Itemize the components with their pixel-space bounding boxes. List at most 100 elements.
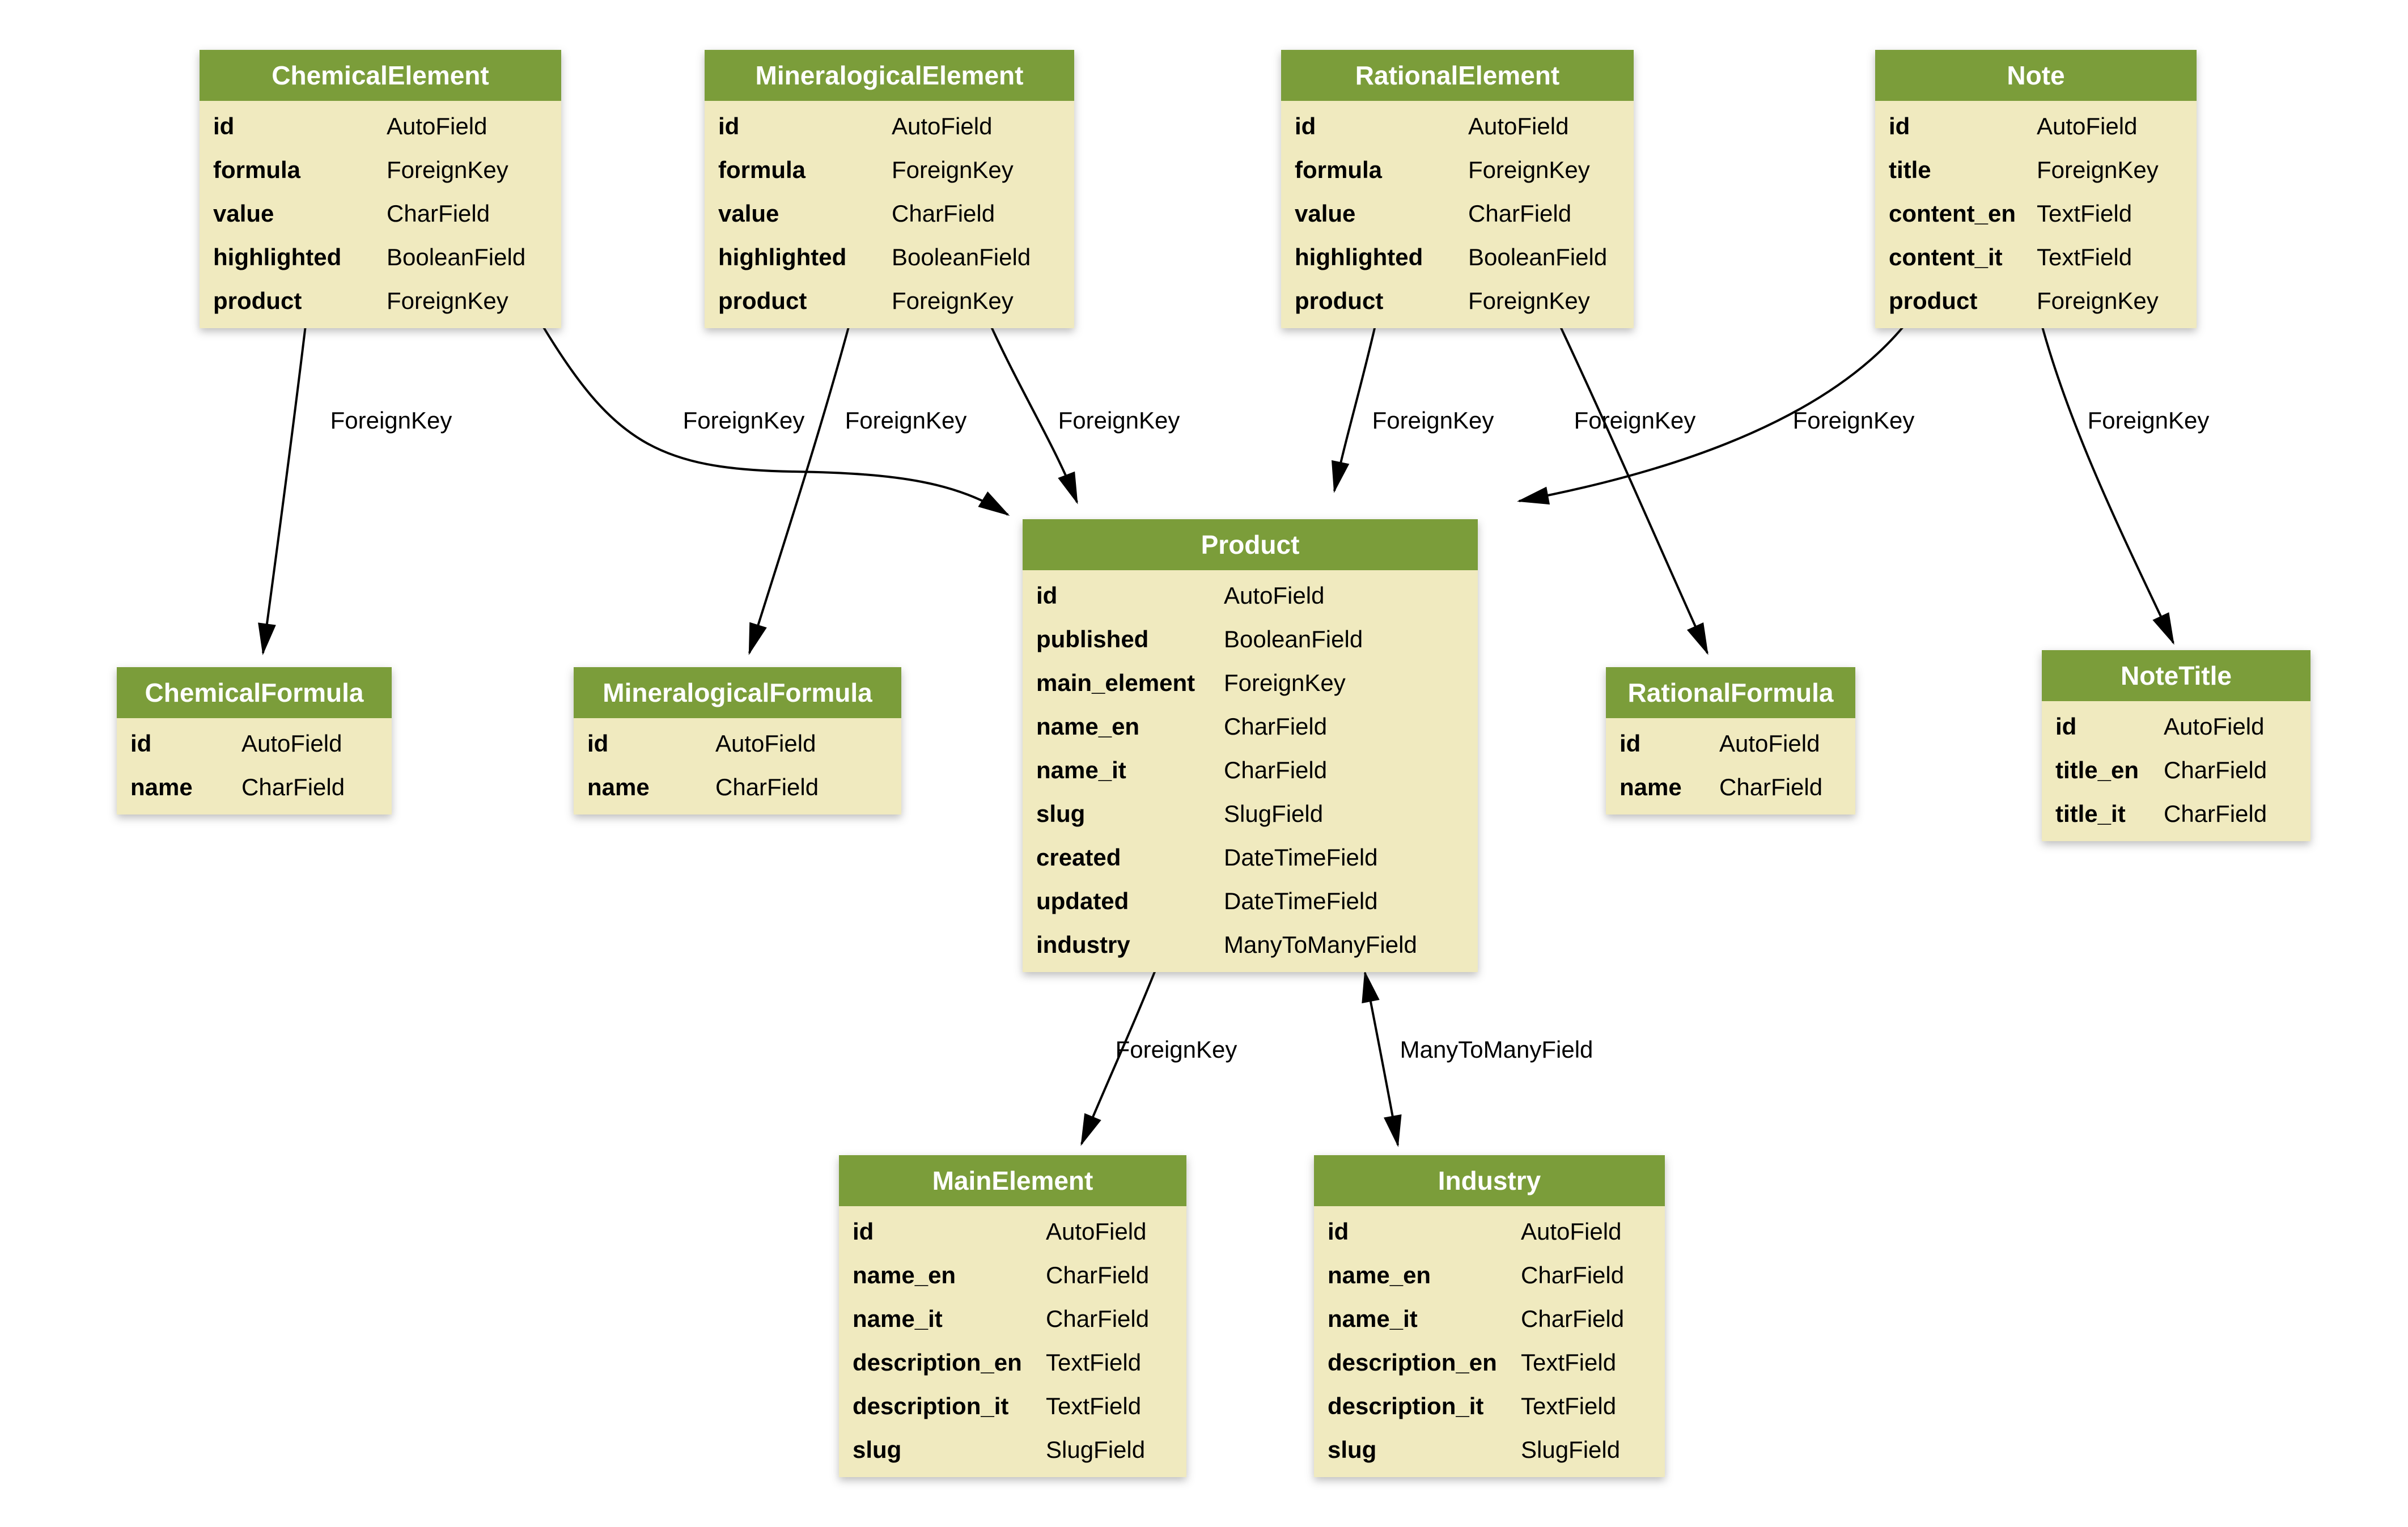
- field-name: highlighted: [1295, 243, 1423, 270]
- table-title: RationalFormula: [1606, 667, 1855, 718]
- field-name: main_element: [1036, 669, 1195, 696]
- field-type: ForeignKey: [1468, 287, 1590, 314]
- field-row: value CharField: [200, 192, 561, 235]
- field-row: formula ForeignKey: [1281, 148, 1634, 192]
- table-product: Product id AutoField published BooleanFi…: [1023, 519, 1478, 972]
- field-type: CharField: [241, 773, 345, 800]
- field-type: ManyToManyField: [1224, 931, 1417, 958]
- edge-label-note-product: ForeignKey: [1793, 407, 1915, 434]
- field-type: AutoField: [1521, 1218, 1622, 1245]
- table-fields: id AutoField published BooleanField main…: [1023, 570, 1478, 972]
- table-title: MineralogicalFormula: [574, 667, 901, 718]
- field-type: BooleanField: [892, 243, 1031, 270]
- field-name: id: [2055, 712, 2077, 740]
- field-row: product ForeignKey: [200, 279, 561, 323]
- field-type: AutoField: [387, 112, 487, 139]
- table-title: RationalElement: [1281, 50, 1634, 101]
- field-row: product ForeignKey: [1875, 279, 2197, 323]
- field-type: BooleanField: [1468, 243, 1608, 270]
- table-rational-formula: RationalFormula id AutoField name CharFi…: [1606, 667, 1855, 815]
- field-type: ForeignKey: [1468, 156, 1590, 183]
- field-type: CharField: [1468, 200, 1572, 227]
- edge-chemicalelement-chemicalformula: [258, 320, 307, 655]
- field-type: CharField: [1224, 756, 1328, 783]
- field-name: value: [1295, 200, 1356, 227]
- field-type: ForeignKey: [892, 287, 1014, 314]
- field-type: CharField: [1046, 1261, 1150, 1288]
- field-name: industry: [1036, 931, 1130, 958]
- field-type: ForeignKey: [2037, 156, 2159, 183]
- field-name: value: [718, 200, 779, 227]
- field-name: title_en: [2055, 756, 2139, 783]
- edge-label-mineralogicalelement-product: ForeignKey: [1058, 407, 1180, 434]
- field-type: TextField: [1521, 1392, 1617, 1419]
- field-name: name_en: [853, 1261, 956, 1288]
- field-name: name_en: [1328, 1261, 1431, 1288]
- field-row: id AutoField: [1314, 1210, 1665, 1253]
- table-chemical-formula: ChemicalFormula id AutoField name CharFi…: [117, 667, 392, 815]
- field-row: slug SlugField: [839, 1428, 1186, 1471]
- field-row: highlighted BooleanField: [200, 235, 561, 279]
- table-fields: id AutoField title ForeignKey content_en…: [1875, 101, 2197, 328]
- field-name: created: [1036, 843, 1121, 871]
- field-type: TextField: [1521, 1348, 1617, 1376]
- field-name: name: [130, 773, 193, 800]
- field-row: highlighted BooleanField: [705, 235, 1074, 279]
- field-row: title_it CharField: [2042, 792, 2311, 835]
- edge-rationalelement-product: [1331, 320, 1377, 493]
- field-row: title_en CharField: [2042, 748, 2311, 792]
- field-name: id: [718, 112, 740, 139]
- table-note-title: NoteTitle id AutoField title_en CharFiel…: [2042, 650, 2311, 841]
- table-title: MineralogicalElement: [705, 50, 1074, 101]
- field-type: AutoField: [241, 729, 342, 757]
- field-row: name CharField: [117, 765, 392, 809]
- field-type: ForeignKey: [387, 156, 508, 183]
- field-name: description_en: [853, 1348, 1022, 1376]
- field-name: formula: [213, 156, 301, 183]
- table-title: Product: [1023, 519, 1478, 570]
- field-name: id: [1295, 112, 1316, 139]
- field-row: name_en CharField: [1023, 705, 1478, 748]
- field-name: id: [130, 729, 152, 757]
- table-mineralogical-formula: MineralogicalFormula id AutoField name C…: [574, 667, 901, 815]
- field-row: description_it TextField: [1314, 1384, 1665, 1428]
- table-main-element: MainElement id AutoField name_en CharFie…: [839, 1155, 1186, 1477]
- field-type: CharField: [1719, 773, 1823, 800]
- field-row: name_en CharField: [1314, 1253, 1665, 1297]
- field-name: product: [213, 287, 302, 314]
- field-type: CharField: [2164, 800, 2267, 827]
- table-title: ChemicalElement: [200, 50, 561, 101]
- table-title: NoteTitle: [2042, 650, 2311, 701]
- field-name: updated: [1036, 887, 1129, 914]
- field-type: TextField: [1046, 1392, 1142, 1419]
- field-name: title: [1889, 156, 1931, 183]
- field-row: id AutoField: [117, 722, 392, 765]
- field-row: content_en TextField: [1875, 192, 2197, 235]
- table-fields: id AutoField name CharField: [117, 718, 392, 815]
- field-row: id AutoField: [1023, 574, 1478, 617]
- table-fields: id AutoField title_en CharField title_it…: [2042, 701, 2311, 841]
- field-type: SlugField: [1521, 1436, 1621, 1463]
- field-name: id: [1620, 729, 1641, 757]
- field-row: id AutoField: [200, 104, 561, 148]
- table-rational-element: RationalElement id AutoField formula For…: [1281, 50, 1634, 328]
- table-note: Note id AutoField title ForeignKey conte…: [1875, 50, 2197, 328]
- field-name: name_en: [1036, 712, 1140, 740]
- table-fields: id AutoField formula ForeignKey value Ch…: [200, 101, 561, 328]
- edge-note-notetitle: [2040, 320, 2174, 645]
- field-type: AutoField: [1468, 112, 1569, 139]
- table-fields: id AutoField formula ForeignKey value Ch…: [705, 101, 1074, 328]
- field-row: published BooleanField: [1023, 617, 1478, 661]
- field-name: description_it: [853, 1392, 1009, 1419]
- field-type: AutoField: [1046, 1218, 1147, 1245]
- table-fields: id AutoField name_en CharField name_it C…: [839, 1206, 1186, 1477]
- field-name: id: [1036, 582, 1058, 609]
- field-name: id: [853, 1218, 874, 1245]
- field-name: product: [718, 287, 807, 314]
- field-type: DateTimeField: [1224, 887, 1378, 914]
- edge-mineralogicalelement-mineralogicalformula: [748, 320, 851, 655]
- field-row: description_it TextField: [839, 1384, 1186, 1428]
- field-name: id: [213, 112, 235, 139]
